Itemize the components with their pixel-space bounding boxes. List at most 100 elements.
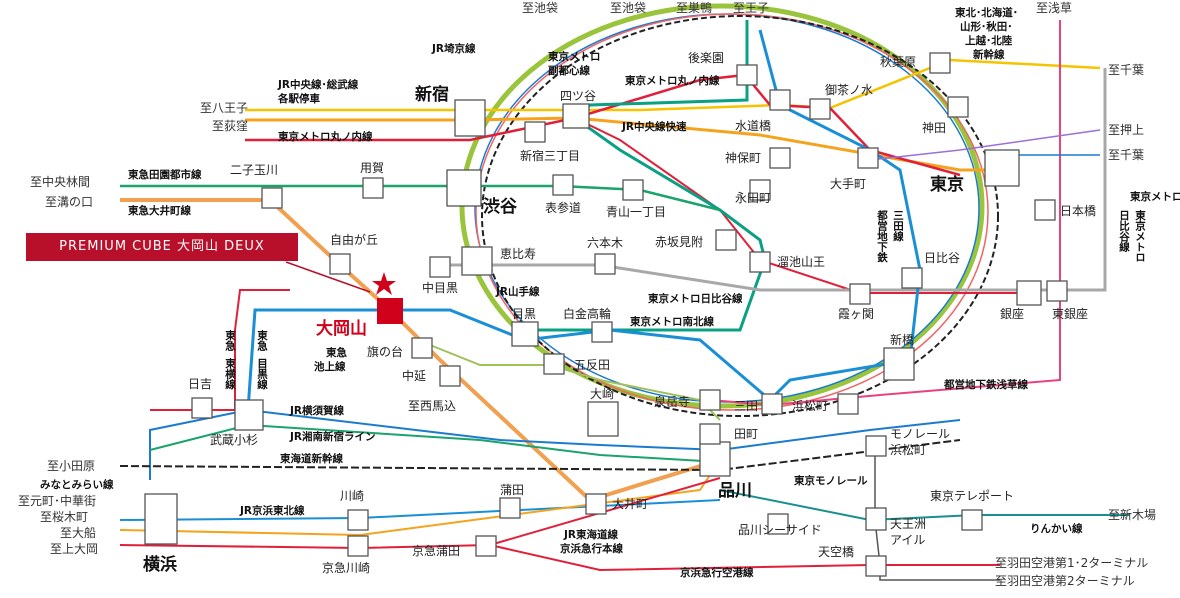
dir-motomachi: 至元町･中華街	[18, 493, 96, 508]
label-minatomirai: みなとみらい線	[40, 478, 114, 491]
label-meguro-v1: 東急	[256, 329, 268, 352]
station-keikyukawasaki: 京急川崎	[322, 560, 370, 575]
station-kamata: 蒲田	[500, 483, 524, 497]
property-banner: PREMIUM CUBE 大岡山 DEUX	[26, 233, 298, 261]
station-monorail-hamamatsucho: モノレール	[890, 427, 950, 441]
station-musashikosugi: 武蔵小杉	[210, 433, 258, 447]
vertical-labels: 都営地下鉄 三田線 東京メトロ 日比谷線 東急 東横線 東急 目黒線	[224, 209, 1146, 390]
label-chuo-rapid: JR中央線快速	[621, 120, 687, 133]
dir-sugamo: 至巣鴨	[676, 1, 712, 15]
label-denentoshi: 東急田園都市線	[128, 168, 202, 181]
station-hatanodai: 旗の台	[367, 344, 403, 359]
dir-chiba1: 至千葉	[1108, 63, 1144, 77]
station-kanda: 神田	[922, 121, 946, 135]
station-shinagawa: 品川	[718, 481, 752, 501]
station-shinjukusanchome: 新宿三丁目	[520, 148, 580, 163]
yamanote-loop	[459, 3, 999, 417]
label-shinkansen-2: 山形･秋田･	[960, 20, 1013, 33]
dir-chuorinkan: 至中央林間	[30, 174, 90, 189]
dir-ikebukuro2: 至池袋	[610, 1, 646, 15]
station-nakanobu: 中延	[402, 368, 426, 383]
label-toyoko-v1: 東急	[224, 329, 236, 352]
label-shinkansen-1: 東北･北海道･	[955, 6, 1018, 19]
station-tenkubashi: 天空橋	[818, 545, 854, 559]
label-tokaido-shinkansen: 東海道新幹線	[280, 452, 343, 465]
label-asakusa: 都営地下鉄浅草線	[943, 378, 1028, 391]
label-mita-v2: 三田線	[892, 210, 904, 242]
dir-sakuragicho: 至桜木町	[40, 510, 88, 524]
dir-asakusa: 至浅草	[1036, 1, 1072, 15]
label-tokyo-metro-v: 東京メトロ	[1130, 190, 1180, 203]
dir-ikebukuro1: 至池袋	[522, 1, 558, 15]
label-yokosuka: JR横須賀線	[289, 404, 344, 417]
line-labels: JR埼京線 JR中央線･総武線 各駅停車 東京メトロ丸ノ内線 東京メトロ 副都心…	[40, 6, 1180, 579]
station-nishimagome: 至西馬込	[408, 399, 456, 413]
line-keikyu-airport	[489, 544, 1000, 572]
direction-labels: 至池袋 至池袋 至巣鴨 至王子 至浅草 至八王子 至荻窪 至中央林間 至溝の口 …	[18, 1, 1156, 588]
station-sengakuji: 泉岳寺	[654, 395, 690, 409]
station-hibiya: 日比谷	[924, 251, 960, 265]
label-saikyo: JR埼京線	[431, 42, 476, 55]
label-meguro-v2: 目黒線	[256, 358, 268, 390]
label-fukutoshin-2: 副都心線	[548, 64, 590, 77]
dir-mizonokuchi: 至溝の口	[45, 195, 93, 209]
station-akasakamitsuke: 赤坂見附	[655, 235, 703, 249]
label-ikegami-2: 池上線	[314, 360, 346, 373]
station-kasumigaseki: 霞ヶ関	[838, 307, 874, 321]
station-keikyukamata: 京急蒲田	[412, 543, 460, 558]
label-oimachi: 東急大井町線	[128, 204, 191, 217]
label-chuo-sobu-1: JR中央線･総武線	[277, 78, 359, 91]
dir-oji: 至王子	[733, 1, 769, 15]
line-shonan	[149, 423, 721, 463]
station-ebisu: 恵比寿	[500, 247, 536, 261]
label-keikyu-airport: 京浜急行空港線	[680, 566, 754, 579]
label-keihintohoku: JR京浜東北線	[239, 504, 305, 517]
station-roppongi: 六本木	[587, 236, 623, 250]
home-station-label: 大岡山	[316, 319, 367, 339]
station-higashiginza: 東銀座	[1052, 306, 1088, 321]
label-hibiya: 東京メトロ日比谷線	[648, 292, 743, 305]
dir-odawara: 至小田原	[47, 459, 95, 473]
label-mita-v: 都営地下鉄	[876, 209, 888, 263]
station-hamamatsucho: 浜松町	[792, 399, 828, 413]
station-shirokane: 白金高輪	[563, 306, 611, 321]
line-toyoko	[150, 289, 290, 411]
line-asakusa-e	[869, 129, 1101, 161]
label-shonan: JR湘南新宿ライン	[289, 430, 376, 443]
star-icon	[372, 272, 396, 295]
label-marunouchi-n: 東京メトロ丸ノ内線	[625, 74, 720, 87]
station-jiyugaoka: 自由が丘	[330, 232, 378, 247]
dir-ogikubo: 至荻窪	[212, 118, 248, 133]
station-monorail-hamamatsucho-2: 浜松町	[890, 443, 926, 457]
station-mita: 三田	[734, 399, 758, 413]
station-ochanomizu: 御茶ノ水	[825, 82, 873, 97]
station-shimbashi: 新橋	[890, 332, 914, 347]
label-chuo-sobu-2: 各駅停車	[277, 92, 320, 105]
station-nakameguro: 中目黒	[422, 280, 458, 295]
line-hibiya	[440, 68, 1107, 292]
station-tokyoteleport: 東京テレポート	[930, 489, 1014, 503]
station-yoga: 用賀	[360, 161, 384, 175]
label-ikegami-1: 東急	[326, 346, 347, 359]
label-hibiya-v1: 東京メトロ	[1134, 209, 1146, 262]
station-korakuen: 後楽園	[688, 51, 724, 65]
label-yamanote: JR山手線	[495, 285, 540, 298]
label-shinkansen-3: 上越･北陸	[965, 34, 1013, 47]
label-toyoko-v2: 東横線	[224, 357, 236, 390]
station-boxes	[144, 52, 1068, 577]
station-tennozu: 天王洲	[890, 517, 926, 531]
station-shibuya: 渋谷	[483, 196, 518, 217]
dir-shinkiba: 至新木場	[1108, 507, 1156, 522]
station-ginza: 銀座	[1000, 306, 1024, 321]
station-tennozu-2: アイル	[890, 533, 925, 547]
label-fukutoshin-1: 東京メトロ	[548, 50, 601, 63]
station-kawasaki: 川崎	[340, 489, 364, 503]
dir-haneda2: 至羽田空港第2ターミナル	[995, 574, 1135, 588]
station-osaki: 大崎	[590, 387, 614, 401]
station-tamachi: 田町	[734, 427, 758, 441]
station-oimachi: 大井町	[612, 497, 648, 511]
label-nanboku: 東京メトロ南北線	[630, 315, 714, 328]
line-rinkai	[719, 489, 1130, 522]
label-shinkansen-4: 新幹線	[973, 48, 1005, 61]
line-yokosuka	[149, 408, 961, 480]
